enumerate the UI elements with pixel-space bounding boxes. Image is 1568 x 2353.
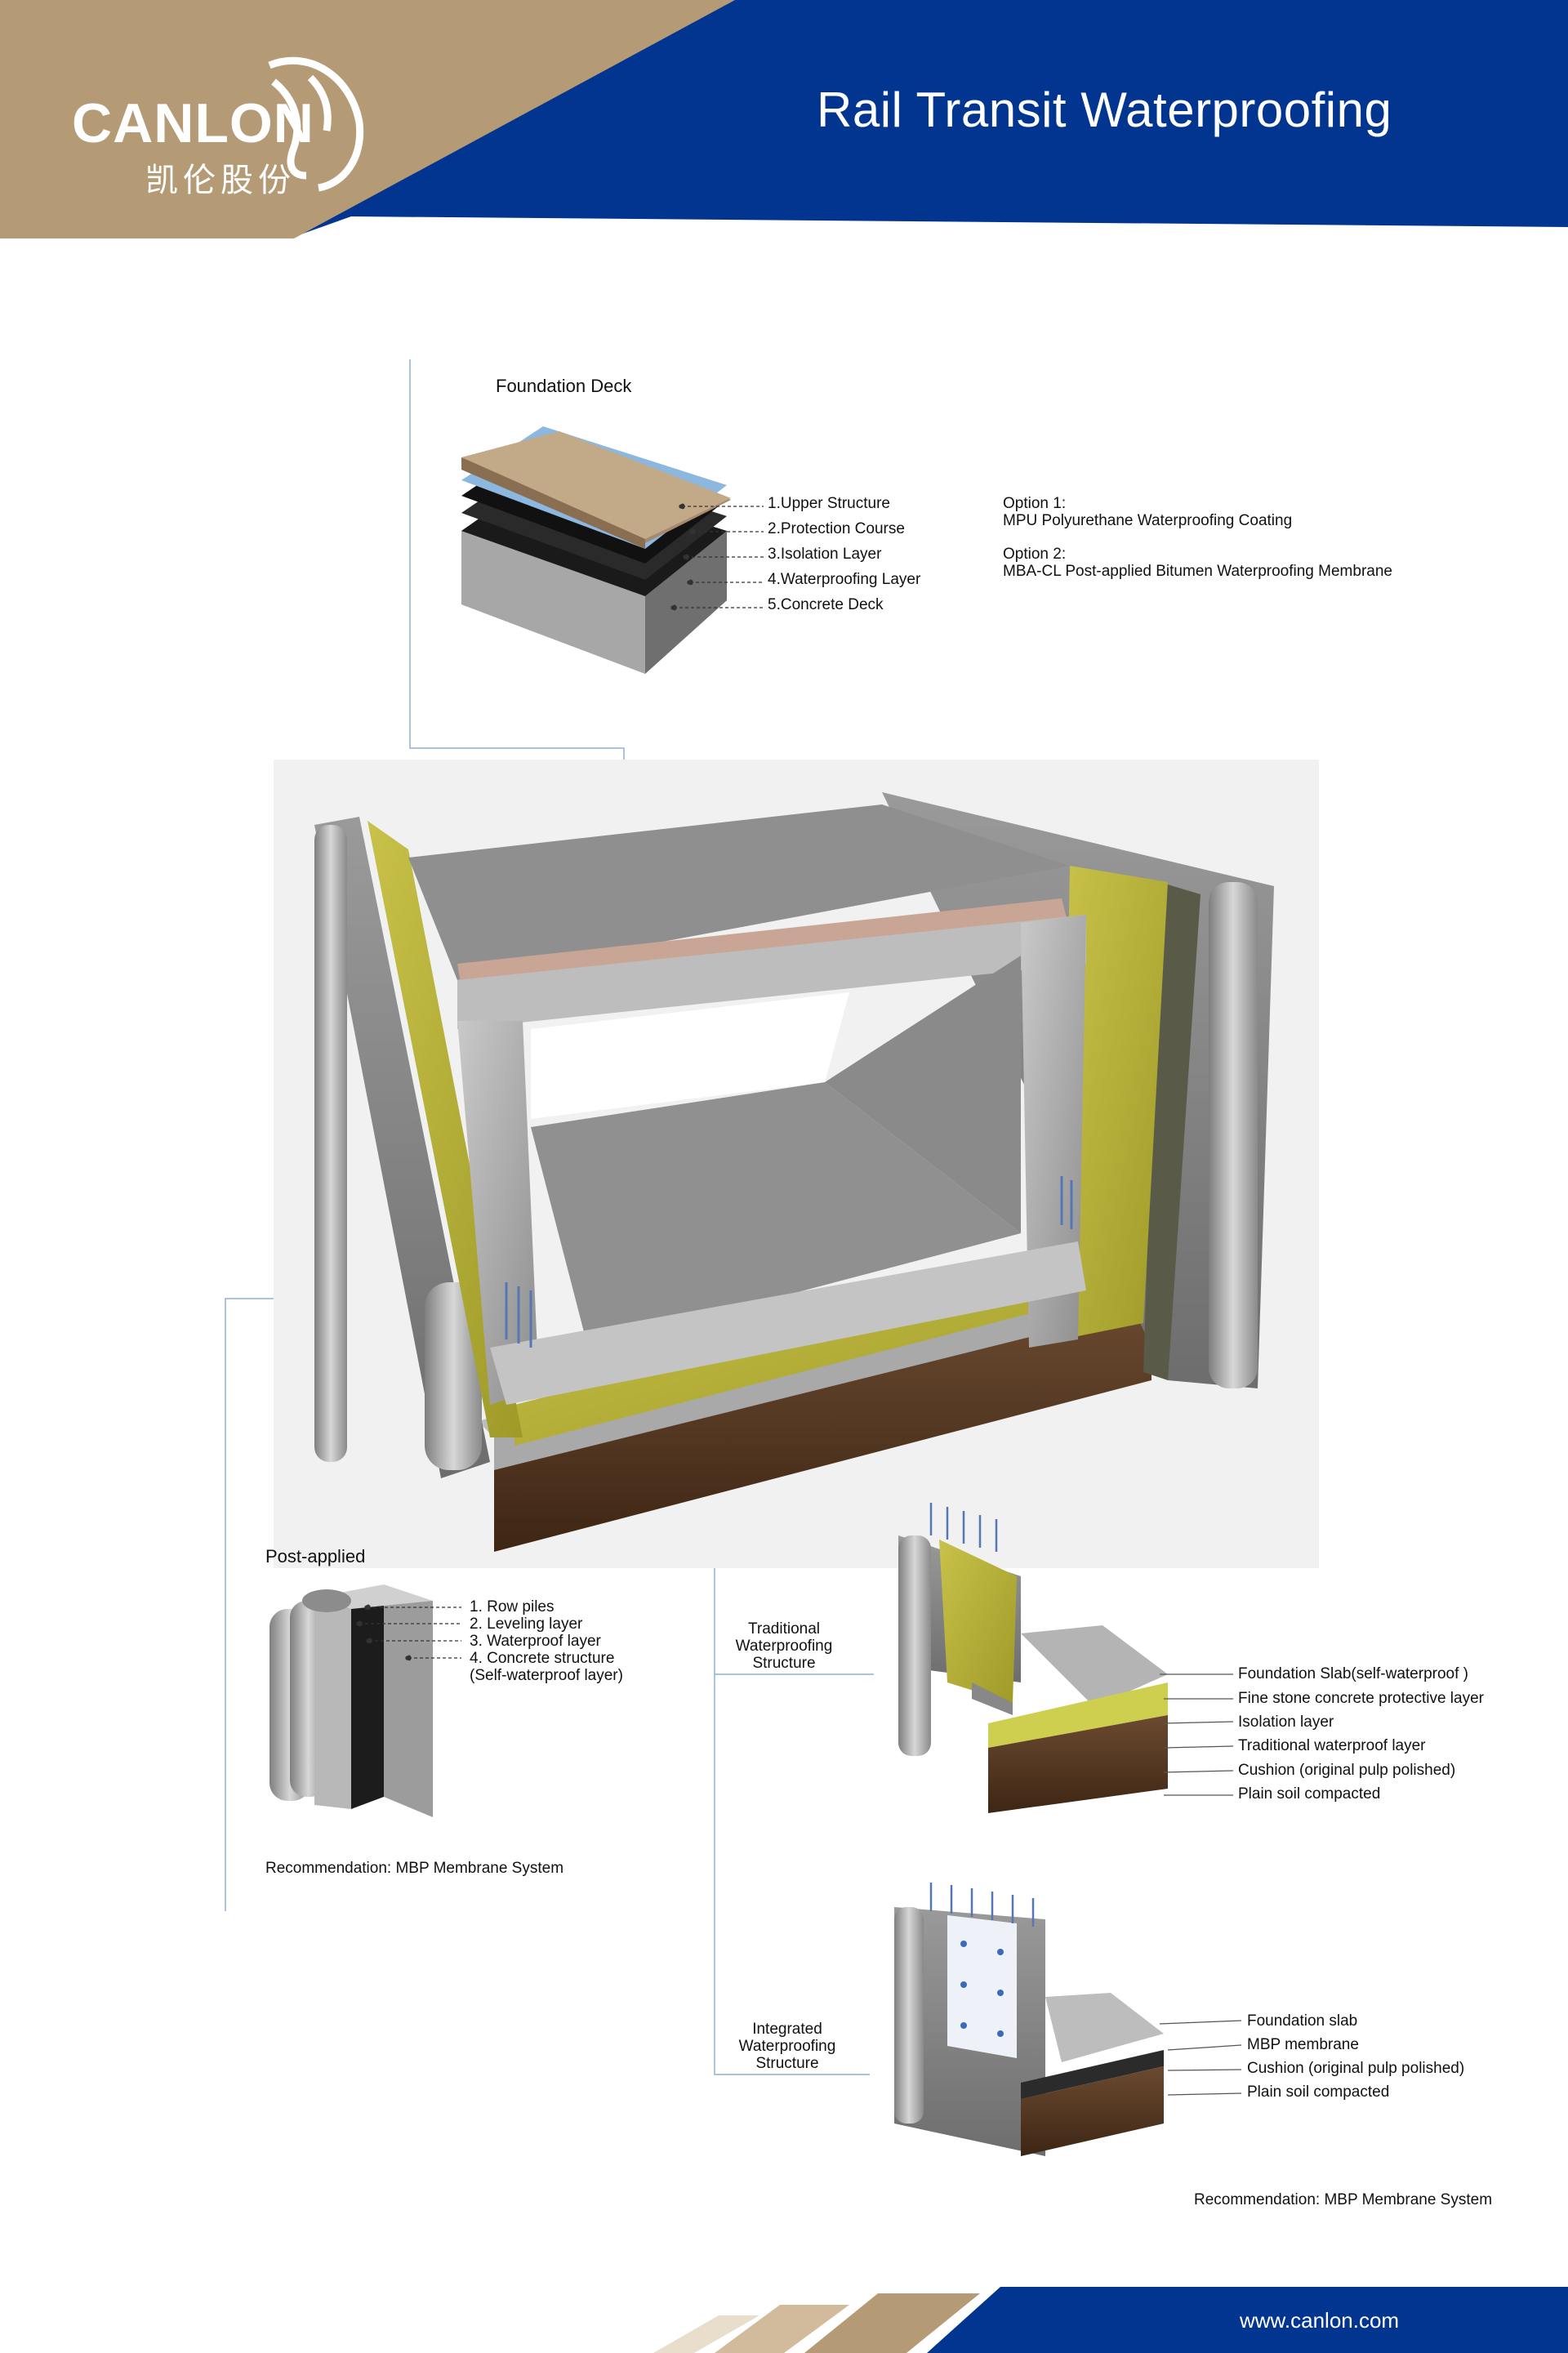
traditional-layer-4: Traditional waterproof layer [1238, 1737, 1426, 1754]
traditional-title-line-1: Traditional [747, 1620, 820, 1638]
post-applied-layer-3: 3. Waterproof layer [470, 1633, 601, 1650]
integrated-layer-2: MBP membrane [1247, 2036, 1359, 2053]
foundation-deck-title: Foundation Deck [496, 376, 632, 396]
integrated-layer-4: Plain soil compacted [1247, 2083, 1390, 2101]
integrated-recommendation: Recommendation: MBP Membrane System [1194, 2191, 1493, 2208]
deck-leader-lines [670, 503, 764, 611]
post-applied-illustration [270, 1584, 433, 1817]
deck-layer-2: 2.Protection Course [768, 520, 905, 537]
deck-layer-4: 4.Waterproofing Layer [768, 571, 921, 588]
integrated-illustration [894, 1883, 1164, 2156]
post-applied-recommendation: Recommendation: MBP Membrane System [265, 1860, 564, 1877]
traditional-layer-5: Cushion (original pulp polished) [1238, 1762, 1456, 1779]
deck-layer-5: 5.Concrete Deck [768, 596, 884, 613]
integrated-title-line-1: Integrated [752, 2021, 822, 2038]
traditional-title-line-2: Waterproofing [735, 1637, 833, 1655]
traditional-layer-6: Plain soil compacted [1238, 1785, 1381, 1803]
brand-logo-text: CANLON [72, 92, 314, 154]
deck-layer-3: 3.Isolation Layer [768, 546, 882, 563]
logo-mark [268, 56, 364, 192]
integrated-leader-lines [1159, 2020, 1242, 2096]
integrated-layer-3: Cushion (original pulp polished) [1247, 2060, 1465, 2077]
traditional-leader-lines [1160, 1673, 1234, 1796]
traditional-title: Traditional Waterproofing Structure [719, 1620, 849, 1673]
header-tan-panel [0, 0, 735, 238]
post-applied-layer-2: 2. Leveling layer [470, 1615, 583, 1633]
integrated-title-line-3: Structure [755, 2054, 819, 2072]
post-applied-title: Post-applied [265, 1546, 366, 1566]
post-applied-layer-4-note: (Self-waterproof layer) [470, 1667, 623, 1684]
integrated-layer-1: Foundation slab [1247, 2012, 1358, 2030]
option-1-text: MPU Polyurethane Waterproofing Coating [1003, 512, 1293, 529]
integrated-title-line-2: Waterproofing [738, 2037, 836, 2055]
header-banner [0, 0, 1568, 238]
option-1-title: Option 1: [1003, 495, 1067, 512]
traditional-layer-1: Foundation Slab(self-waterproof ) [1238, 1665, 1468, 1682]
traditional-title-line-3: Structure [752, 1654, 816, 1672]
post-applied-layer-1: 1. Row piles [470, 1598, 555, 1615]
integrated-title: Integrated Waterproofing Structure [722, 2021, 853, 2073]
option-2-title: Option 2: [1003, 546, 1067, 563]
tunnel-cross-section [274, 760, 1319, 1568]
post-applied-layer-4: 4. Concrete structure [470, 1650, 615, 1667]
option-2-text: MBA-CL Post-applied Bitumen Waterproofin… [1003, 563, 1392, 580]
footer-band [653, 2287, 1568, 2353]
brand-logo-cn: 凯伦股份 [145, 162, 296, 199]
foundation-deck-illustration [461, 426, 731, 674]
deck-layer-1: 1.Upper Structure [768, 495, 890, 512]
traditional-layer-3: Isolation layer [1238, 1714, 1334, 1731]
traditional-illustration [898, 1503, 1168, 1813]
post-applied-leader-lines [356, 1604, 461, 1661]
page-title: Rail Transit Waterproofing [817, 82, 1392, 137]
traditional-layer-2: Fine stone concrete protective layer [1238, 1690, 1484, 1707]
footer-website-link[interactable]: www.canlon.com [1240, 2308, 1400, 2333]
